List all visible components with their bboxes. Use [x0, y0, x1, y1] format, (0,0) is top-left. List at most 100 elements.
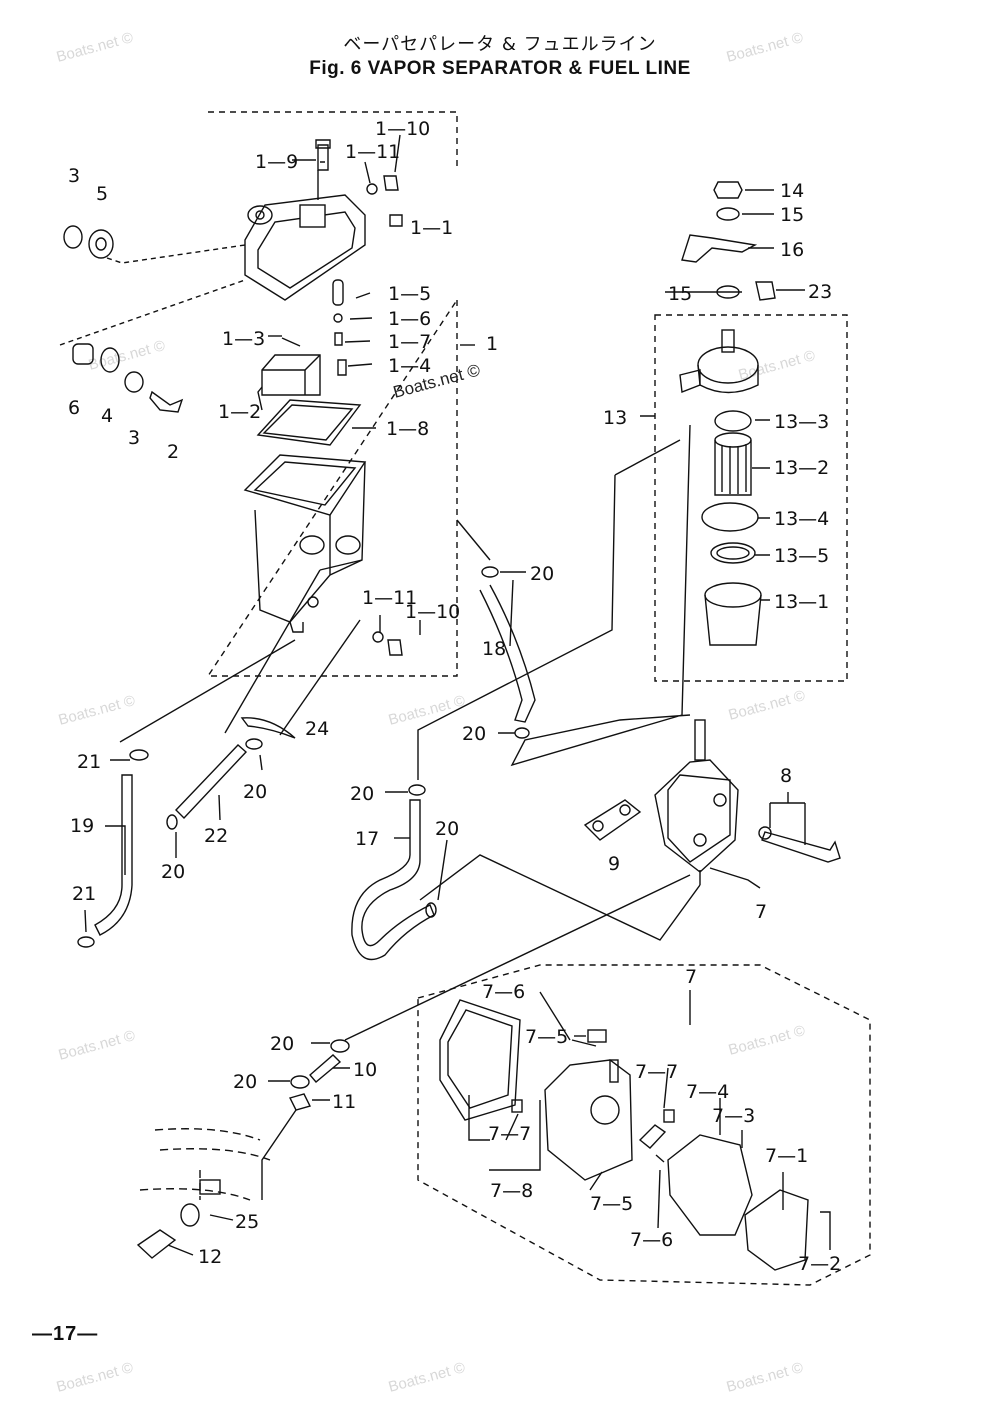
callout: 22 — [204, 825, 228, 847]
watermark: Boats.net © — [725, 1359, 805, 1396]
callout: 13 — [603, 407, 627, 429]
clamp-21 — [129, 749, 149, 761]
needle-valve-1-5 — [332, 279, 344, 306]
plate-25 — [199, 1179, 221, 1195]
washer-3 — [63, 225, 83, 249]
callout: 1—3 — [222, 328, 265, 350]
callout: 7 — [755, 901, 767, 923]
callout: 15 — [780, 204, 804, 226]
grommet-25 — [180, 1203, 200, 1227]
nut-14 — [713, 181, 743, 199]
watermark: Boats.net © — [387, 1359, 467, 1396]
bolt-2 — [149, 390, 184, 413]
callout: 1—9 — [255, 151, 298, 173]
callout: 3 — [128, 427, 140, 449]
washer-3b — [124, 371, 144, 393]
callout: 20 — [350, 783, 374, 805]
gasket-1-8 — [256, 399, 362, 446]
callout: 13—2 — [774, 457, 829, 479]
pump-body — [544, 1059, 633, 1181]
callout: 1 — [486, 333, 498, 355]
callout: 7—6 — [630, 1229, 673, 1251]
clamp-20e — [408, 784, 426, 796]
screw-7-6 — [571, 1039, 597, 1047]
clamp-20h — [290, 1075, 310, 1089]
float-1-2 — [261, 354, 321, 396]
grommet-4 — [100, 347, 120, 373]
screw-1-4 — [337, 359, 347, 376]
callout: 1—10 — [405, 601, 460, 623]
screw-7-7 — [511, 1099, 523, 1113]
hose-18 — [479, 584, 536, 723]
callout: 15 — [668, 283, 692, 305]
valve-7-5 — [587, 1029, 607, 1043]
screw-1-9 — [315, 139, 331, 171]
vapor-separator-cover — [244, 170, 366, 301]
callout: 5 — [96, 183, 108, 205]
fuel-pump-7 — [654, 719, 739, 885]
watermark: Boats.net © — [87, 337, 167, 374]
assembly-7-dashed-box — [417, 964, 871, 1286]
watermark: Boats.net © — [725, 29, 805, 66]
clamp-20f — [425, 902, 437, 918]
callout: 8 — [780, 765, 792, 787]
ring-13-5 — [710, 542, 756, 564]
engine-block-sketch — [139, 1128, 271, 1201]
page-number: —17— — [32, 1323, 99, 1345]
gasket-9 — [583, 799, 642, 841]
callout: 1—2 — [218, 401, 261, 423]
callout: 25 — [235, 1211, 259, 1233]
callout: 1—1 — [410, 217, 453, 239]
callout: 6 — [68, 397, 80, 419]
pin-1-7 — [334, 332, 343, 346]
collar-6 — [72, 343, 94, 365]
grommet-5 — [88, 229, 114, 259]
o-ring-13-3 — [714, 410, 752, 432]
clamp-20c — [245, 738, 263, 750]
callout: 7—3 — [712, 1105, 755, 1127]
hose-22 — [175, 744, 248, 820]
callout: 20 — [243, 781, 267, 803]
watermark: Boats.net © — [727, 1022, 807, 1059]
fuel-filter-cap — [679, 329, 759, 394]
washer-15 — [716, 207, 740, 221]
clamp-20b — [514, 727, 530, 739]
watermark: Boats.net © — [57, 1027, 137, 1064]
callout: 7—1 — [765, 1145, 808, 1167]
valve-7-5b — [638, 1124, 667, 1149]
bracket-16 — [681, 234, 758, 263]
callout: 7—4 — [686, 1081, 729, 1103]
callout: 7 — [685, 966, 697, 988]
screw-1-1 — [389, 214, 403, 227]
clip-1-6 — [333, 313, 343, 323]
callout: 21 — [77, 751, 101, 773]
fitting-11 — [288, 1093, 312, 1111]
diaphragm-plate — [439, 999, 521, 1121]
callout: 3 — [68, 165, 80, 187]
clamp-21b — [77, 936, 95, 948]
o-ring-13-4 — [701, 502, 759, 532]
watermark: Boats.net © — [55, 1359, 135, 1396]
callout: 7—7 — [635, 1061, 678, 1083]
callout: 1—11 — [345, 141, 400, 163]
vapor-separator-body — [243, 454, 367, 633]
assembly-13-dashed-box — [654, 314, 848, 682]
bolt-8 — [761, 831, 841, 863]
figure-title-japanese: ベーパセパレータ & フュエルライン — [343, 34, 657, 55]
callout: 1—4 — [388, 355, 431, 377]
watermark: Boats.net © — [57, 692, 137, 729]
callout: 13—5 — [774, 545, 829, 567]
callout: 7—7 — [488, 1123, 531, 1145]
figure-title: Fig. 6 VAPOR SEPARATOR & FUEL LINE — [309, 58, 691, 79]
callout: 1—8 — [386, 418, 429, 440]
callout: 2 — [167, 441, 179, 463]
band-24 — [240, 717, 296, 739]
callout: 1—11 — [362, 587, 417, 609]
clamp-20d — [166, 814, 178, 830]
callout: 9 — [608, 853, 620, 875]
callout: 7—5 — [590, 1193, 633, 1215]
watermark: Boats.net © — [727, 687, 807, 724]
callout: 23 — [808, 281, 832, 303]
callout-labels: 1—10 1—9 1—11 1—1 1—5 1—6 1—7 1—3 1—4 1 … — [68, 118, 841, 1275]
hose-17 — [351, 799, 435, 961]
